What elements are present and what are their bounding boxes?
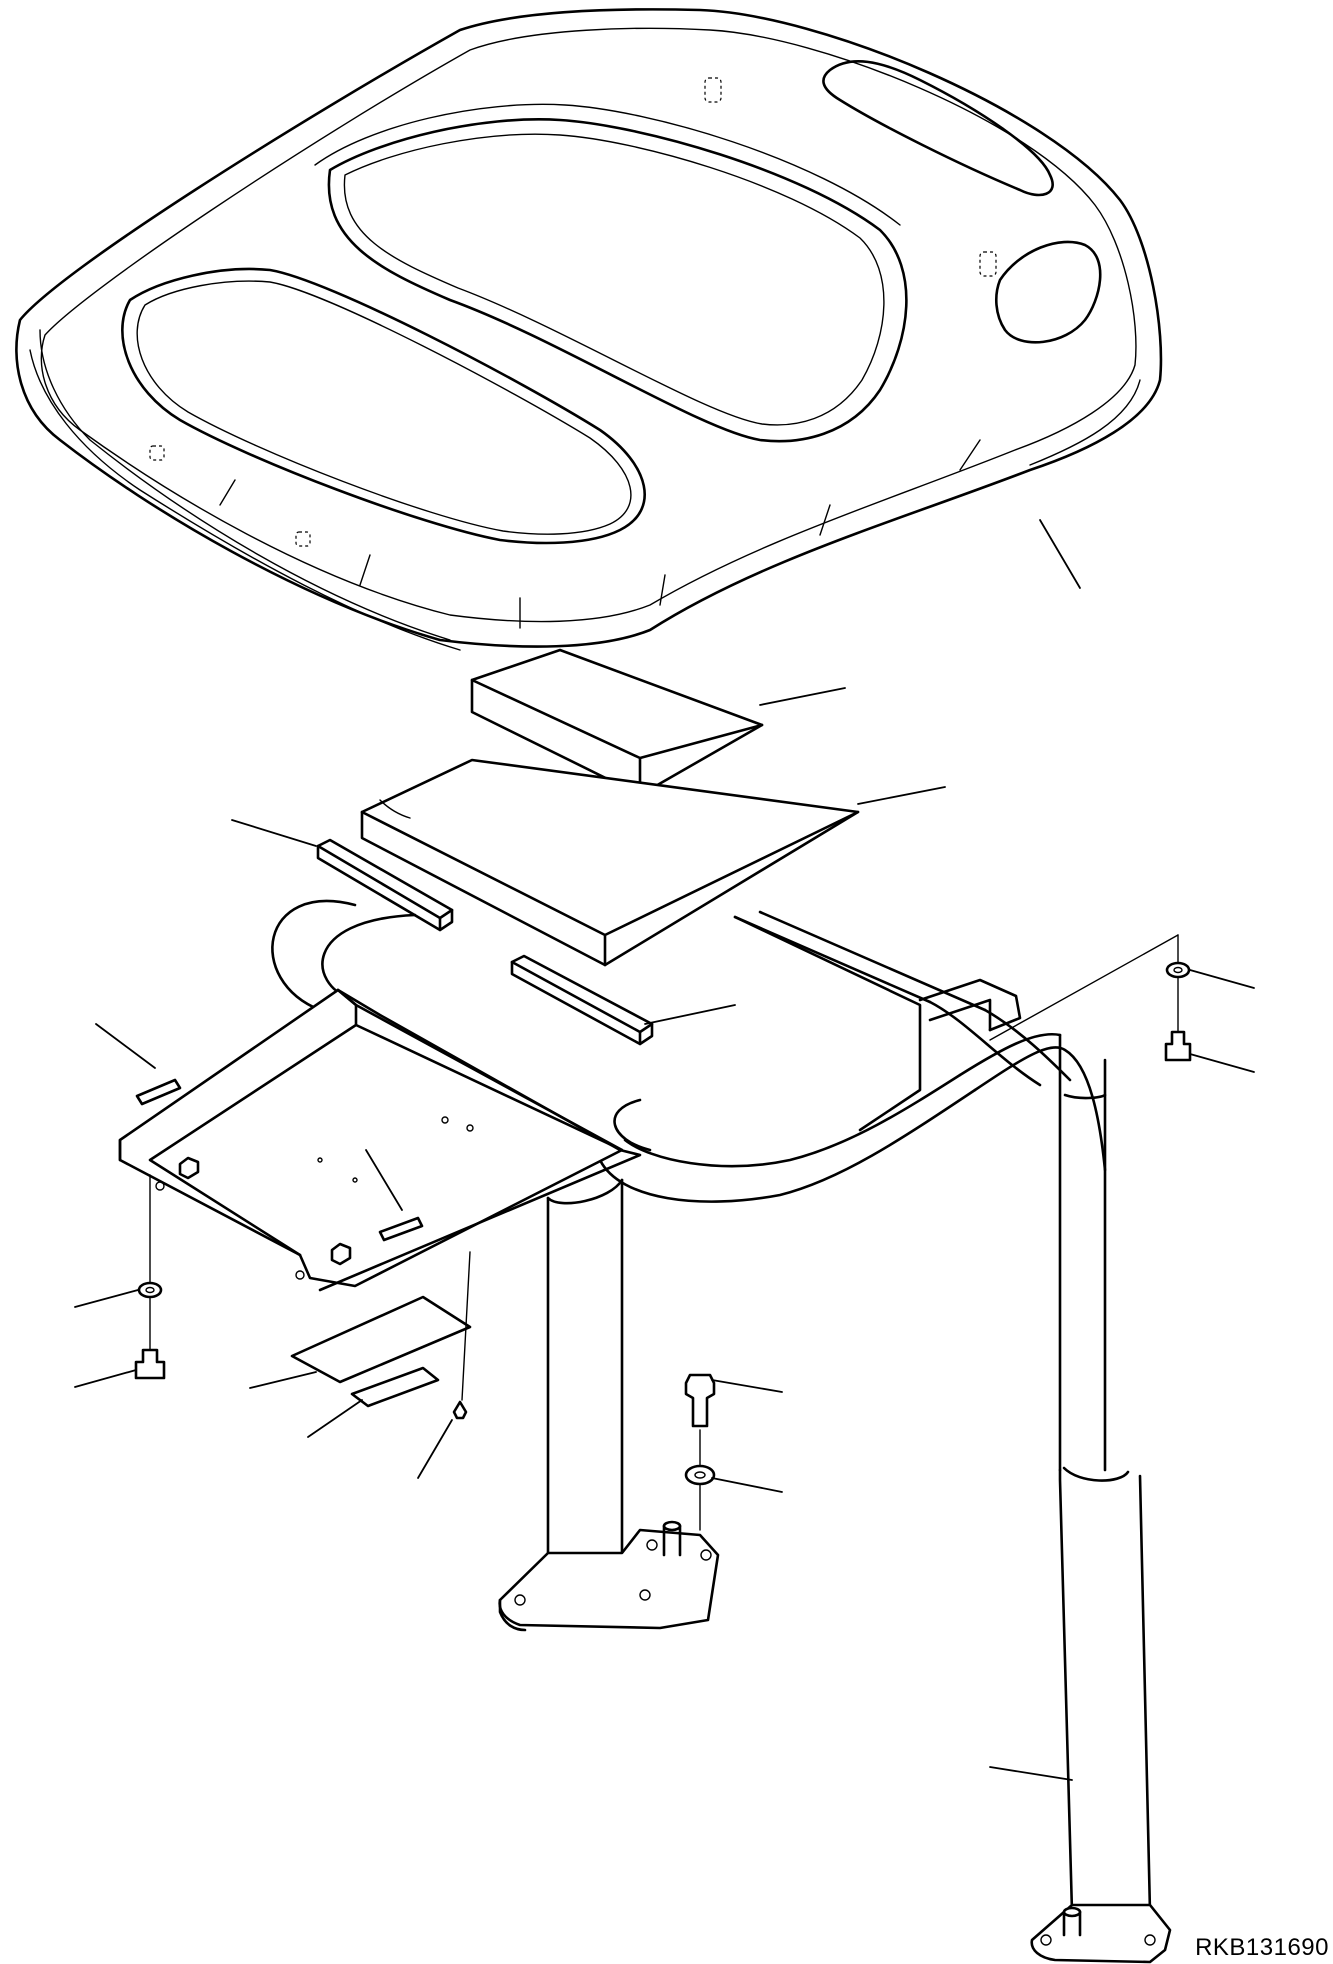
spacer-strip-left [316,838,454,932]
spacer-strip-right [135,1078,424,1242]
rear-leg [1030,1033,1172,1964]
lower-foam-pad [360,758,860,967]
seat-pan [118,988,642,1292]
leader-lines [74,519,1255,1781]
front-post [498,1178,720,1632]
rivet [452,1400,468,1420]
washer [137,961,1191,1486]
bolt [134,1030,1192,1428]
label-plate [290,1295,472,1408]
spacer-strip-center [510,954,654,1046]
seat-frame [271,899,1107,1203]
seat-cushion [15,8,1163,651]
assembly-lines [149,934,1179,1531]
drawing-code: RKB131690 [1195,1934,1329,1961]
